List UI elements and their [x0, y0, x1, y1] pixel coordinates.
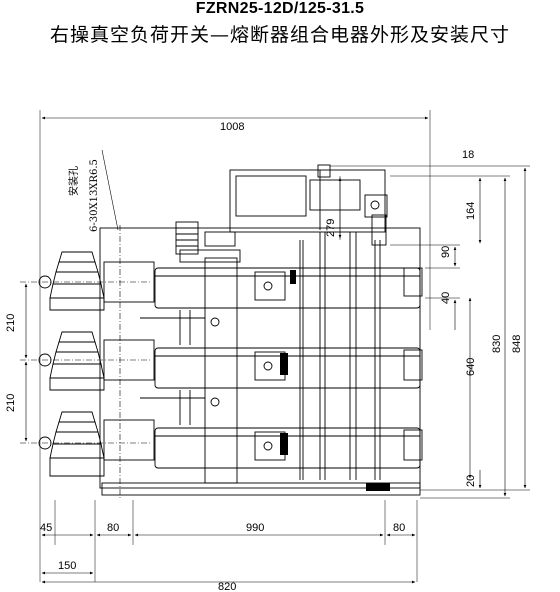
- fuse-1: [154, 267, 423, 309]
- dimension-lines: [24, 116, 527, 584]
- dim-210-lower: 210: [5, 394, 17, 412]
- dim-279: 279: [325, 219, 337, 237]
- dim-18: 18: [462, 149, 474, 161]
- insulator-1: [38, 251, 155, 311]
- drawing-title: FZRN25-12D/125-31.5: [195, 0, 365, 17]
- base-frame: [99, 227, 421, 489]
- dim-80-left: 80: [107, 522, 119, 534]
- dim-40: 40: [440, 292, 452, 304]
- dim-990: 990: [246, 522, 264, 534]
- dark-accents: [280, 270, 390, 491]
- dim-20: 20: [465, 475, 477, 487]
- hole-spec-label: 6-30X13XR6.5: [89, 159, 100, 232]
- dim-210-upper: 210: [5, 314, 17, 332]
- insulator-3: [38, 411, 155, 477]
- insulator-2: [38, 331, 155, 391]
- dim-820: 820: [218, 581, 236, 592]
- centerlines: [20, 225, 150, 500]
- dim-164: 164: [465, 202, 477, 220]
- dim-1008: 1008: [220, 121, 244, 133]
- dim-848: 848: [511, 335, 523, 353]
- dim-80-right: 80: [393, 522, 405, 534]
- fuse-2: [154, 347, 423, 389]
- equipment-outline: [38, 164, 423, 496]
- dim-45: 45: [40, 522, 52, 534]
- leader-mount-hole: [101, 149, 119, 231]
- drawing-subtitle: 右操真空负荷开关—熔断器组合电器外形及安装尺寸: [49, 24, 510, 46]
- operating-mechanism: [229, 169, 386, 233]
- dim-150: 150: [58, 560, 76, 572]
- dim-640: 640: [465, 358, 477, 376]
- dim-90: 90: [440, 246, 452, 258]
- extension-lines: [39, 110, 530, 582]
- spring-assembly: [175, 221, 199, 255]
- base-rail: [101, 482, 421, 496]
- dim-830: 830: [491, 335, 503, 353]
- fuse-3: [154, 427, 423, 469]
- mount-hole-label: 安装孔: [67, 166, 80, 196]
